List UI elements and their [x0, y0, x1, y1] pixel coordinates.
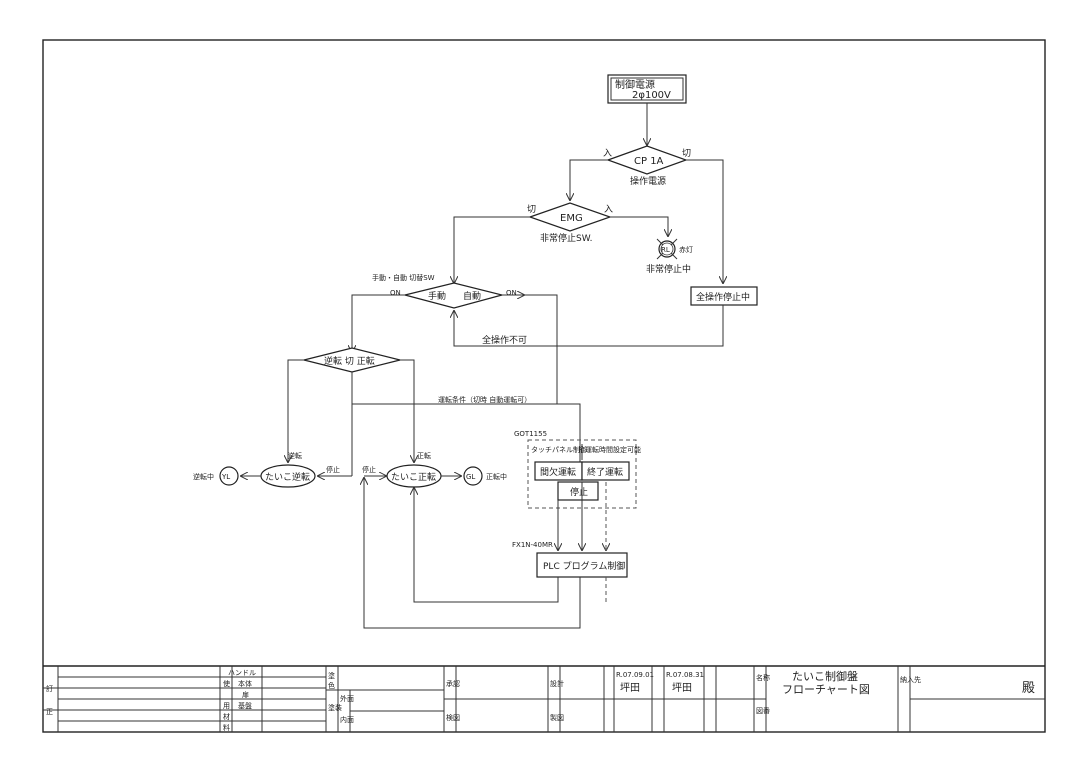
misc-label-2: 色 — [328, 681, 335, 690]
emg-caption: 非常停止SW. — [540, 232, 592, 244]
delivery-label: 納入先 — [900, 675, 921, 684]
emg-label: EMG — [560, 213, 583, 224]
inner-label: 内面 — [340, 715, 354, 724]
check-col: 検図 — [446, 713, 460, 722]
drawing-title-2: フローチャート図 — [782, 683, 870, 696]
dir-sw-label: 逆転 切 正転 — [324, 355, 375, 367]
run-condition-label: 運転条件（切時 自動運転可） — [438, 395, 531, 404]
paint-label: 塗装 — [328, 703, 342, 712]
row-label-2: 用 — [223, 702, 230, 710]
row-label-3: 材 — [223, 712, 230, 721]
direction-switch-diamond: 逆転 切 正転 — [303, 347, 401, 373]
stop-left-label: 停止 — [326, 465, 340, 474]
gl-label: GL — [466, 473, 475, 481]
row-label-4: 料 — [223, 723, 230, 732]
misc-label-1: 塗 — [328, 671, 335, 680]
all-stop-box: 全操作停止中 — [690, 286, 758, 306]
plc-box: FX1N-40MR PLC プログラム制御 — [512, 541, 628, 578]
use-door-label: 扉 — [242, 690, 249, 699]
all-stop-label: 全操作停止中 — [696, 291, 750, 303]
plc-model-label: FX1N-40MR — [512, 541, 553, 549]
power-supply-box: 制御電源 2φ100V — [607, 74, 687, 104]
cp-label: CP 1A — [634, 156, 664, 167]
got-continuous-label: 間欠運転 — [540, 466, 576, 478]
drawing-title-1: たいこ制御盤 — [792, 669, 858, 683]
use-main-label: 本体 — [238, 679, 252, 688]
revision-label-2: 正 — [46, 708, 53, 716]
gl-caption: 正転中 — [486, 472, 507, 481]
yl-label: YL — [221, 473, 230, 481]
row-label-1: 使 — [223, 679, 230, 688]
sheet-border — [42, 39, 1046, 733]
mode-auto-label: 自動 — [463, 290, 481, 302]
date-2: R.07.08.31 — [666, 671, 704, 679]
person-1: 坪田 — [620, 681, 640, 694]
stop-right-label: 停止 — [362, 465, 376, 474]
revision-label-1: 訂 — [46, 684, 53, 693]
mode-switch-diamond: 手動・自動 切替SW 手動 自動 ON ON — [372, 273, 517, 309]
red-lamp: RL 赤灯 非常停止中 — [646, 238, 693, 275]
emg-in-label: 入 — [604, 204, 613, 215]
got-end-label: 終了運転 — [587, 466, 623, 478]
forward-arrow-label: 正転 — [417, 452, 431, 460]
got-touch-panel: GOT1155 タッチパネル制御 運転時間設定可能 間欠運転 終了運転 停止 — [514, 430, 641, 509]
cp-caption: 操作電源 — [630, 175, 666, 187]
fig-label: 図番 — [756, 707, 770, 715]
got-touch-label: タッチパネル制御 — [531, 445, 587, 454]
yl-caption: 逆転中 — [193, 472, 214, 481]
reverse-arrow-label: 逆転 — [288, 451, 302, 460]
mode-sw-caption: 手動・自動 切替SW — [372, 273, 435, 282]
reverse-label: たいこ逆転 — [265, 471, 310, 483]
forward-ellipse: たいこ正転 正転 — [386, 452, 442, 488]
name-label: 名称 — [756, 673, 770, 682]
reverse-ellipse: たいこ逆転 逆転 — [260, 451, 316, 488]
outer-label: 外面 — [340, 694, 354, 703]
rl-color-label: 赤灯 — [679, 245, 693, 254]
got-setting-label: 運転時間設定可能 — [585, 445, 641, 454]
power-label-1: 制御電源 — [615, 78, 655, 91]
mode-on-left: ON — [390, 289, 401, 297]
approve-col: 承認 — [446, 679, 460, 688]
yellow-lamp: YL 逆転中 — [193, 466, 239, 486]
handle-label: ハンドル — [228, 669, 256, 677]
material-base-label: 基盤 — [238, 701, 252, 710]
emg-off-label: 切 — [527, 204, 536, 215]
honorific-label: 殿 — [1022, 681, 1035, 696]
got-stop-label: 停止 — [570, 486, 588, 498]
rl-label: RL — [661, 246, 670, 254]
date-1: R.07.09.01 — [616, 671, 654, 679]
cp-off-label: 切 — [682, 148, 691, 159]
power-label-2: 2φ100V — [632, 90, 671, 101]
green-lamp: GL 正転中 — [463, 466, 507, 486]
cp-breaker-diamond: CP 1A 操作電源 入 切 — [603, 145, 691, 187]
person-2: 坪田 — [672, 681, 692, 694]
rl-caption: 非常停止中 — [646, 263, 691, 275]
forward-label: たいこ正転 — [391, 472, 436, 483]
emg-switch-diamond: EMG 非常停止SW. 切 入 — [527, 202, 613, 244]
draw-col: 製図 — [550, 713, 564, 722]
all-disabled-label: 全操作不可 — [482, 334, 527, 346]
design-col: 設計 — [550, 679, 564, 688]
plc-label: PLC プログラム制御 — [543, 560, 625, 572]
title-block: 訂 正 ハンドル 使 用 材 料 本体 扉 基盤 塗 色 塗装 外面 内面 承認… — [43, 665, 1045, 732]
mode-manual-label: 手動 — [428, 290, 446, 302]
mode-on-right: ON — [506, 289, 517, 297]
cp-in-label: 入 — [603, 148, 612, 159]
got-model-label: GOT1155 — [514, 430, 547, 438]
